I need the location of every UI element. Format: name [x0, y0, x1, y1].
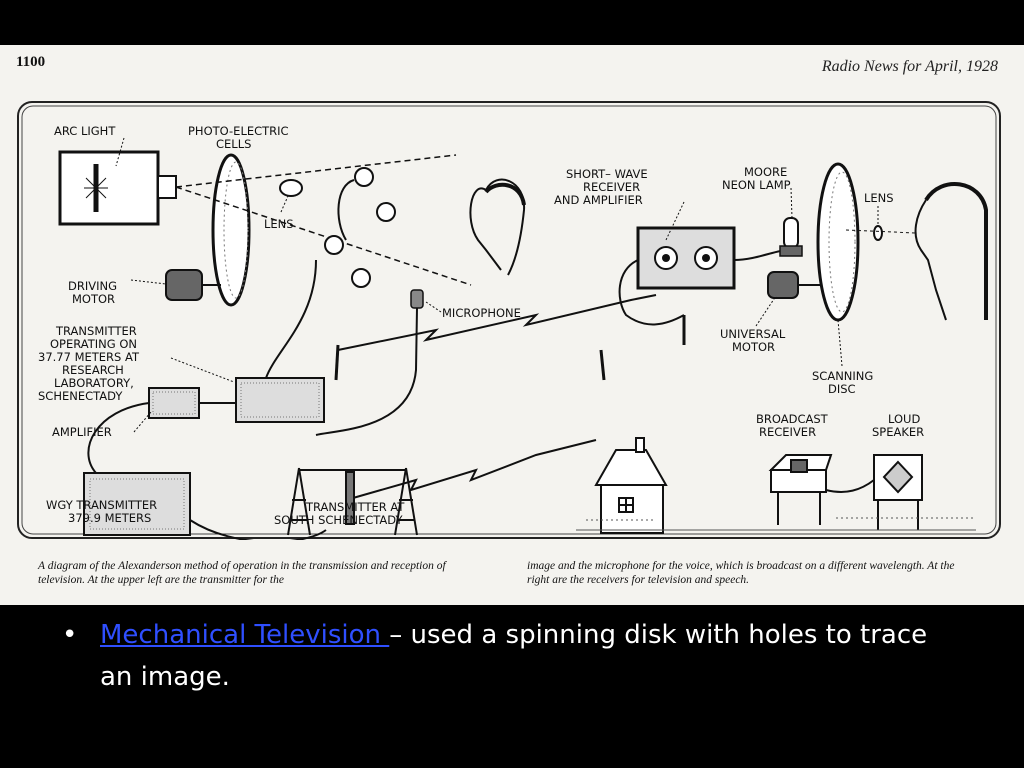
label-universal-1: UNIVERSAL	[720, 327, 786, 341]
research-transmitter-box	[235, 377, 325, 423]
label-transmitter-6: SCHENECTADY	[38, 389, 123, 403]
label-moore-1: MOORE	[744, 165, 787, 179]
caption-left: A diagram of the Alexanderson method of …	[38, 560, 446, 586]
caption-right: image and the microphone for the voice, …	[527, 560, 955, 586]
television-diagram: ARC LIGHT PHOTO-ELECTRIC CELLS LENS DRIV…	[17, 101, 1001, 540]
label-shortwave-1: SHORT– WAVE	[566, 167, 648, 181]
label-transmitter-1: TRANSMITTER	[55, 324, 137, 338]
lens-rx-icon	[873, 225, 883, 241]
broadcast-receiver-icon	[768, 454, 833, 525]
house-icon	[594, 437, 668, 534]
subject-head-icon	[469, 178, 526, 276]
bottom-labels: WGY TRANSMITTER 379.9 METERS TRANSMITTER…	[46, 498, 405, 527]
microphone-icon	[315, 289, 424, 436]
label-transmitter-3: 37.77 METERS AT	[38, 350, 140, 364]
label-scanning-1: SCANNING	[812, 369, 873, 383]
transmitter-towers-icon	[287, 467, 418, 536]
bullet-glyph: •	[62, 620, 78, 650]
page-number: 1100	[16, 54, 46, 70]
label-loud-2: SPEAKER	[872, 425, 924, 439]
label-shortwave-2: RECEIVER	[583, 180, 640, 194]
label-broadcast-1: BROADCAST	[756, 412, 829, 426]
label-transmitter-2: OPERATING ON	[50, 337, 137, 351]
arc-light-icon	[58, 150, 177, 226]
label-driving-2: MOTOR	[72, 292, 115, 306]
bullet-description: – used a spinning disk with holes to tra…	[100, 620, 928, 692]
label-universal-2: MOTOR	[732, 340, 775, 354]
label-lens-rx: LENS	[864, 191, 894, 205]
loud-speaker-icon	[825, 454, 923, 530]
universal-motor-icon	[767, 271, 821, 299]
label-transmitter-5: LABORATORY,	[54, 376, 134, 390]
label-amplifier: AMPLIFIER	[52, 425, 112, 439]
scanned-magazine-page: 1100 Radio News for April, 1928	[0, 45, 1024, 605]
label-arc-light: ARC LIGHT	[54, 124, 116, 138]
label-broadcast-2: RECEIVER	[759, 425, 816, 439]
bullet-text: Mechanical Television – used a spinning …	[100, 614, 950, 698]
mechanical-television-link[interactable]: Mechanical Television	[100, 620, 390, 650]
label-lens-tx: LENS	[264, 217, 294, 231]
label-driving-1: DRIVING	[68, 279, 117, 293]
scanning-disc-tx-icon	[211, 153, 251, 307]
label-wgy-2: 379.9 METERS	[68, 511, 151, 525]
label-wgy-1b: WGY TRANSMITTER	[46, 498, 157, 512]
scanning-disc-rx-icon	[816, 162, 860, 322]
photo-electric-cells-icon	[324, 167, 396, 288]
lens-tx-icon	[279, 179, 303, 197]
label-microphone: MICROPHONE	[442, 306, 521, 320]
wgy-transmitter-box	[83, 472, 191, 536]
label-south-2: SOUTH SCHENECTADY	[274, 513, 403, 527]
diagram-border-inner	[21, 105, 997, 535]
radio-waves	[337, 294, 657, 501]
neon-lamp-icon	[779, 217, 803, 257]
wiring	[87, 259, 327, 540]
label-scanning-2: DISC	[828, 382, 856, 396]
driving-motor-icon	[165, 269, 221, 301]
light-beam	[175, 154, 472, 286]
label-moore-2: NEON LAMP	[722, 178, 791, 192]
diagram-border	[17, 101, 1001, 539]
short-wave-receiver-icon	[618, 226, 789, 326]
ground-shading	[576, 517, 976, 531]
label-loud-1: LOUD	[888, 412, 920, 426]
label-south-1b: TRANSMITTER AT	[305, 500, 405, 514]
label-photo-electric-2: CELLS	[216, 137, 251, 151]
label-photo-electric-1: PHOTO-ELECTRIC	[188, 124, 289, 138]
label-shortwave-3: AND AMPLIFIER	[554, 193, 643, 207]
viewer-head-icon	[914, 182, 988, 321]
masthead: Radio News for April, 1928	[821, 58, 998, 75]
label-transmitter-4: RESEARCH	[62, 363, 124, 377]
